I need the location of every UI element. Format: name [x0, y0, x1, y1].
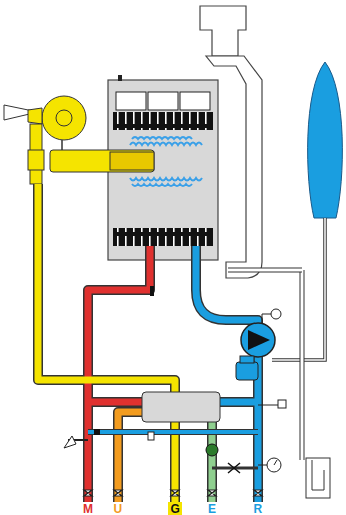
pipe-label: G: [171, 503, 180, 515]
pipe-label: M: [83, 503, 93, 515]
pipe-label: R: [254, 503, 263, 515]
pipe-label: E: [208, 503, 216, 515]
pipe-label: U: [114, 503, 123, 515]
